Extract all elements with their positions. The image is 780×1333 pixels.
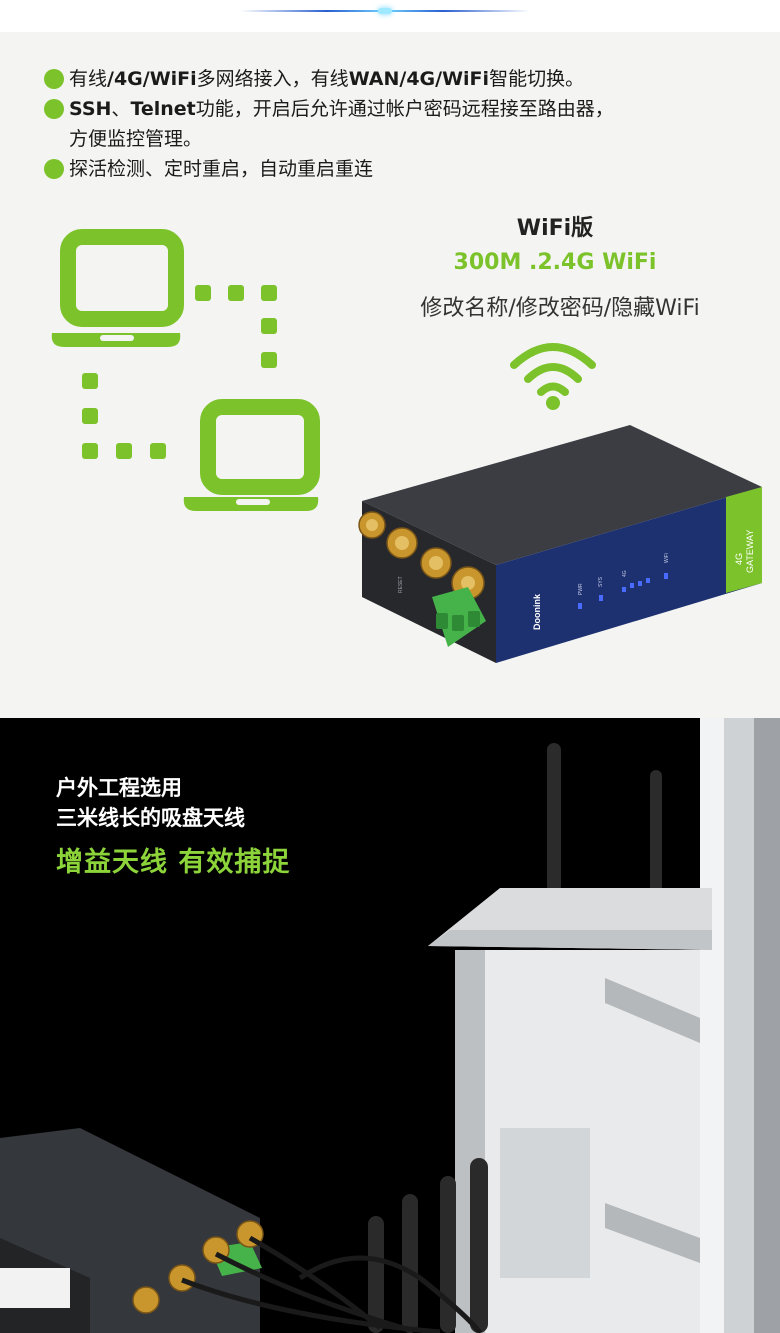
led-label-pwr: PWR — [578, 583, 584, 595]
decorative-glow-line — [240, 8, 530, 14]
mounting-brackets — [605, 978, 700, 1263]
router-front — [496, 487, 762, 663]
wifi-speed: 300M .2.4G WiFi — [453, 250, 657, 275]
dotted-connection — [82, 285, 277, 459]
suction-antennas — [368, 1158, 488, 1333]
wifi-features: 修改名称/修改密码/隐藏WiFi — [420, 296, 700, 321]
outdoor-text-line1: 户外工程选用 — [56, 776, 182, 800]
router-badge — [726, 487, 762, 593]
led-label-wifi: WiFi — [664, 553, 670, 563]
feature-line: 探活检测、定时重启，自动重启重连 — [69, 158, 374, 180]
router-bottom-left — [0, 1128, 262, 1333]
outdoor-installation-illustration — [0, 718, 780, 1333]
antenna-cables — [181, 1235, 483, 1333]
wifi-version-title: WiFi版 — [516, 216, 594, 241]
feature-item-watchdog: 探活检测、定时重启，自动重启重连 — [44, 154, 744, 184]
feature-item-ssh-telnet: SSH、Telnet功能，开启后允许通过帐户密码远程接至路由器， 方便监控管理。 — [44, 94, 744, 154]
top-strip — [0, 0, 780, 32]
router-illustration: 4G GATEWAY Doonink PWR SYS 4G WiFi RESET — [358, 425, 762, 663]
led-label-4g: 4G — [622, 570, 628, 577]
green-bullet-icon — [44, 99, 64, 119]
feature-item-multi-network: 有线/4G/WiFi多网络接入，有线WAN/4G/WiFi智能切换。 — [44, 64, 744, 94]
badge-4g-text: 4G — [734, 553, 744, 565]
outdoor-highlight-text: 增益天线 有效捕捉 — [56, 847, 291, 878]
outdoor-text-line2: 三米线长的吸盘天线 — [56, 806, 245, 830]
feature-line: 有线/4G/WiFi多网络接入，有线WAN/4G/WiFi智能切换。 — [69, 68, 585, 90]
feature-text: 探活检测、定时重启，自动重启重连 — [69, 154, 373, 184]
laptop-icon-bottom — [183, 399, 320, 511]
feature-line: SSH、Telnet功能，开启后允许通过帐户密码远程接至路由器， — [69, 98, 614, 120]
power-terminal-block — [432, 587, 486, 647]
router-brand-text: Doonink — [532, 593, 542, 630]
feature-text: SSH、Telnet功能，开启后允许通过帐户密码远程接至路由器， 方便监控管理。 — [69, 94, 614, 154]
green-bullet-icon — [44, 69, 64, 89]
feature-line-continued: 方便监控管理。 — [69, 128, 203, 150]
led-label-sys: SYS — [598, 576, 604, 587]
laptop-network-illustration — [51, 229, 320, 511]
badge-gateway-text: GATEWAY — [745, 530, 755, 573]
utility-pole — [700, 718, 780, 1333]
laptop-icon-top — [51, 229, 184, 347]
green-bullet-icon — [44, 159, 64, 179]
led-indicators — [578, 573, 668, 609]
reset-label: RESET — [398, 576, 404, 593]
router-top — [362, 425, 762, 565]
feature-text: 有线/4G/WiFi多网络接入，有线WAN/4G/WiFi智能切换。 — [69, 64, 584, 94]
feature-list: 有线/4G/WiFi多网络接入，有线WAN/4G/WiFi智能切换。 SSH、T… — [44, 64, 744, 184]
antenna-on-cabinet — [547, 743, 662, 910]
wifi-icon — [510, 343, 596, 410]
antenna-connectors — [358, 511, 485, 600]
